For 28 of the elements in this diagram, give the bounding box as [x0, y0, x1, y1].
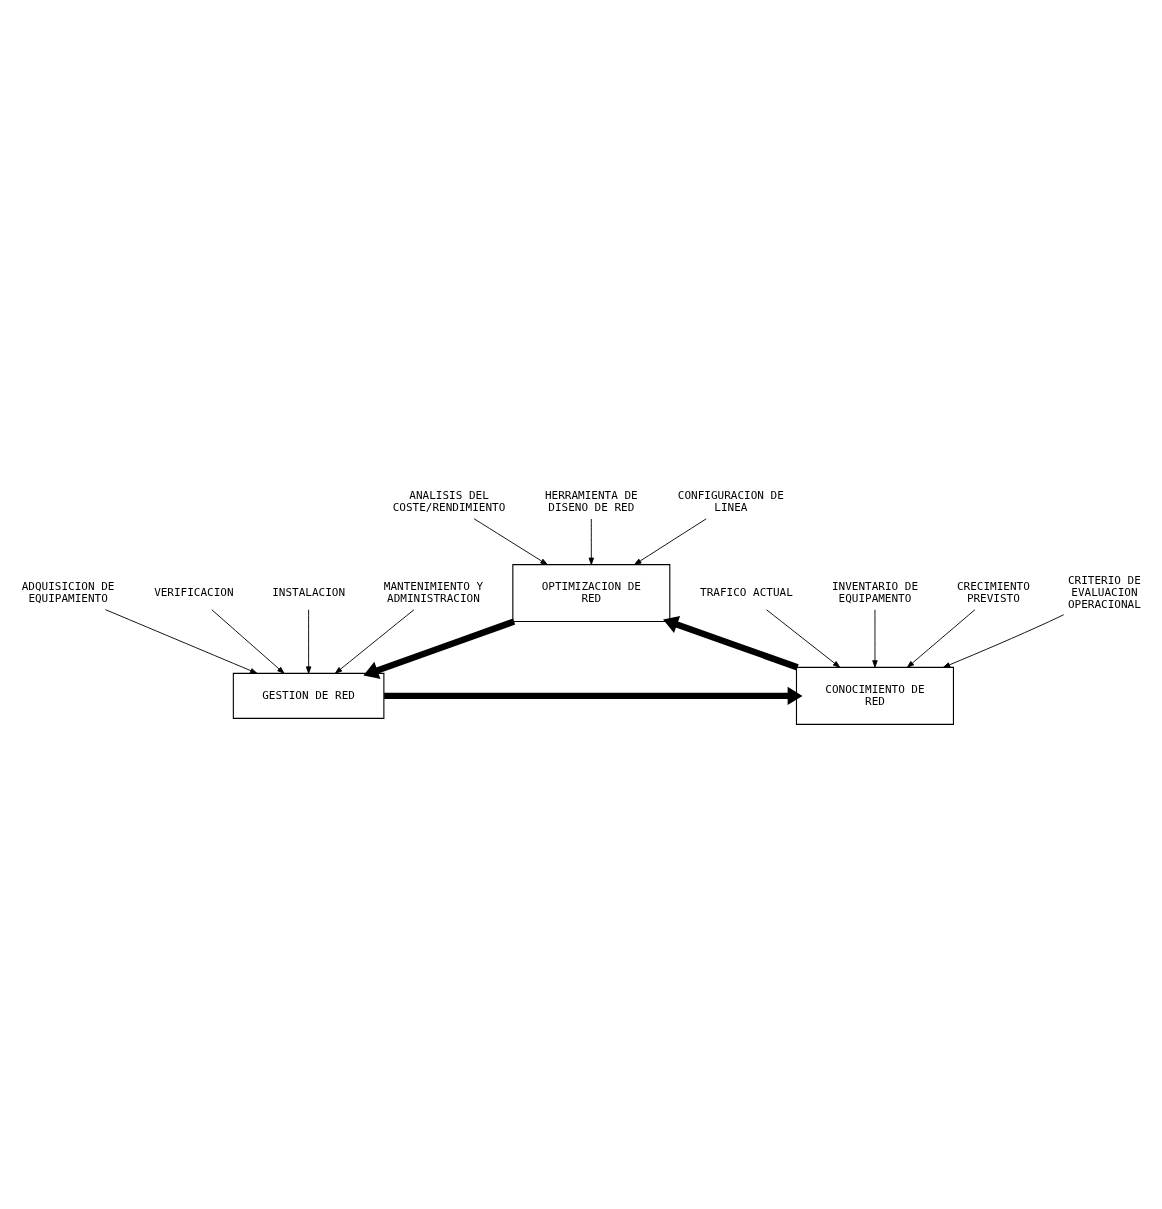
node-text: INSTALACION [272, 585, 346, 599]
arrow [473, 517, 548, 565]
node-text: CONFIGURACION DE LINEA [677, 488, 784, 514]
arrow [363, 618, 516, 679]
arrow [334, 608, 415, 674]
arrow [104, 608, 258, 674]
arrow [588, 518, 595, 565]
arrow [305, 608, 312, 674]
node-text: TRAFICO ACTUAL [700, 585, 793, 599]
arrow [663, 615, 799, 670]
node-text: INVENTARIO DE EQUIPAMENTO [831, 579, 919, 605]
node-text: ADQUISICION DE EQUIPAMIENTO [21, 579, 115, 605]
node-text: VERIFICACION [154, 585, 234, 599]
node-text: MANTENIMIENTO Y ADMINISTRACION [383, 579, 484, 605]
node-box: GESTION DE RED [232, 672, 385, 719]
arrow [906, 608, 976, 668]
arrow [872, 608, 878, 668]
node-text: HERRAMIENTA DE DISENO DE RED [544, 488, 638, 514]
arrow [384, 686, 803, 705]
node-box: OPTIMIZACION DE RED [512, 563, 671, 622]
arrow [766, 608, 841, 668]
node-text: ANALISIS DEL COSTE/RENDIMIENTO [392, 488, 506, 514]
arrow [211, 608, 285, 674]
node-text: CRECIMIENTO PREVISTO [956, 579, 1030, 605]
node-box: CONOCIMIENTO DE RED [795, 666, 954, 725]
node-text: CRITERIO DE EVALUACION OPERACIONAL [1068, 573, 1141, 611]
arrow [634, 517, 707, 565]
arrow [942, 613, 1065, 668]
